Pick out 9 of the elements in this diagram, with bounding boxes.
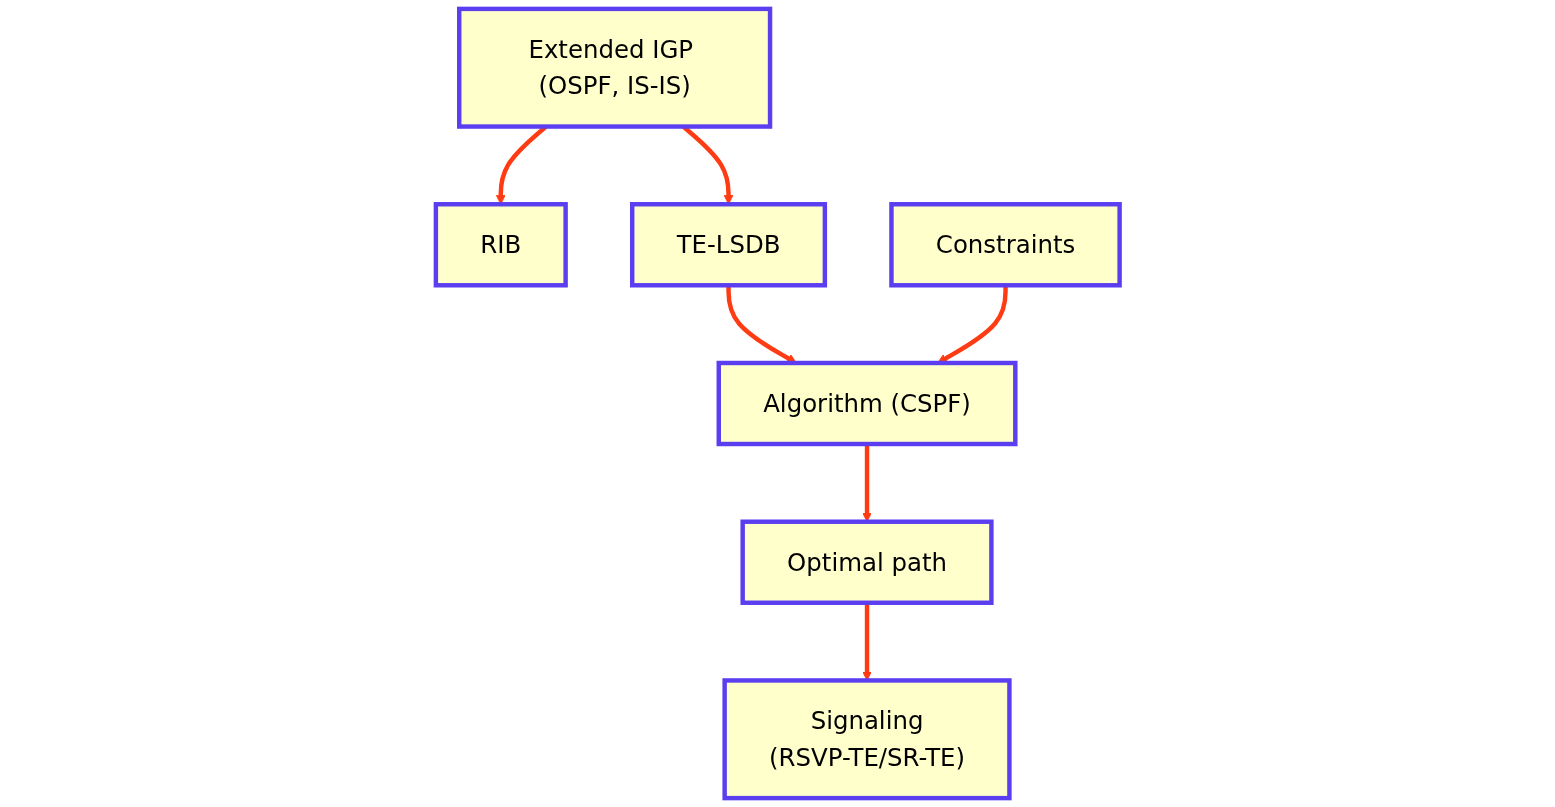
node-box: Signaling (RSVP-TE/SR-TE) bbox=[722, 678, 1012, 801]
arrow bbox=[726, 285, 797, 364]
node-box: Constraints bbox=[889, 202, 1122, 288]
node-box: Algorithm (CSPF) bbox=[716, 360, 1018, 447]
arrow bbox=[937, 285, 1008, 364]
node-box: Optimal path bbox=[740, 519, 994, 605]
node-box: TE-LSDB bbox=[629, 202, 827, 288]
node-box: RIB bbox=[433, 202, 568, 288]
node-box: Extended IGP (OSPF, IS-IS) bbox=[456, 6, 772, 129]
